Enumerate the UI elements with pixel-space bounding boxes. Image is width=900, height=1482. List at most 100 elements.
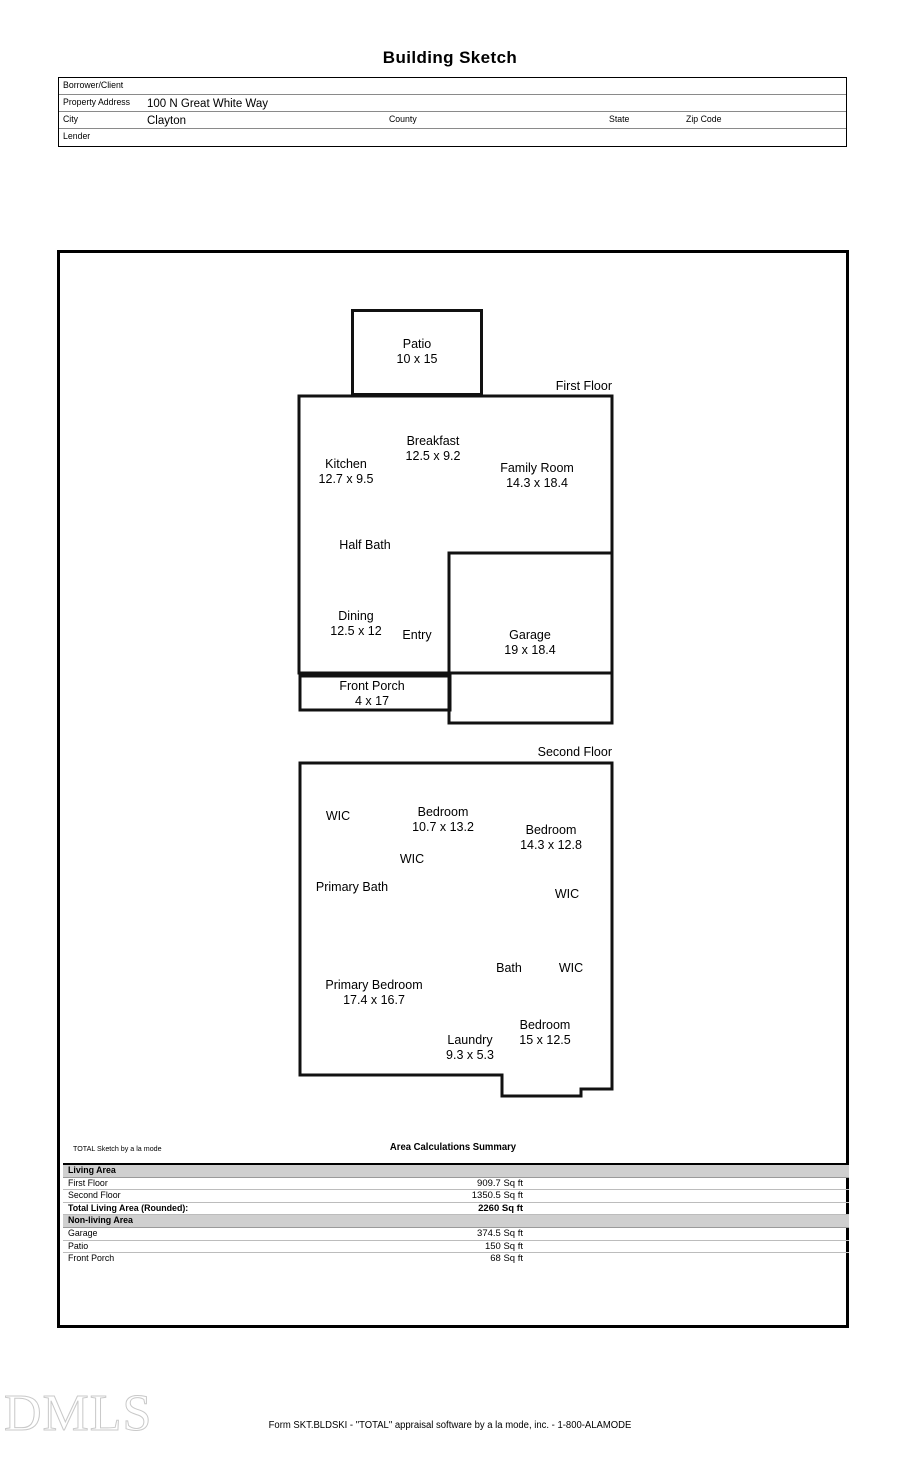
room-label-wic-3: WIC [555,887,579,902]
room-dim: 9.3 x 5.3 [446,1047,494,1062]
property-address-value[interactable]: 100 N Great White Way [147,98,269,110]
area-row-name: Non-living Area [68,1215,133,1227]
area-row-value: 374.5 Sq ft [477,1227,523,1239]
floor-plan-canvas: First Floor Patio 10 x 15 Breakfast 12.5… [60,253,849,1325]
room-name: Family Room [500,461,574,475]
room-label-wic-1: WIC [326,809,350,824]
room-dim: 12.5 x 12 [330,623,382,638]
area-row-value: 1350.5 Sq ft [471,1190,523,1202]
area-summary-header: TOTAL Sketch by a la mode Area Calculati… [63,1141,843,1159]
area-section-row: Living Area [63,1165,849,1178]
room-name: WIC [399,852,425,866]
room-dim: 12.5 x 9.2 [405,448,461,463]
area-item-row: Patio 150 Sq ft [63,1241,849,1254]
room-name: WIC [325,809,351,823]
room-name: Kitchen [325,457,367,471]
room-name: Primary Bedroom [325,978,423,992]
header-row-lender: Lender [59,129,846,146]
room-dim: 14.3 x 18.4 [506,475,568,490]
zip-code-label: Zip Code [686,114,722,125]
room-name: Garage [509,628,551,642]
area-summary-title: Area Calculations Summary [389,1142,517,1153]
room-name: Patio [402,337,432,351]
second-floor-outline [298,761,614,1098]
room-name: Bath [496,961,522,975]
room-label-dining: Dining 12.5 x 12 [330,609,381,638]
area-row-value: 909.7 Sq ft [477,1177,523,1189]
room-name: Front Porch [339,679,405,693]
room-label-primary-bedroom: Primary Bedroom 17.4 x 16.7 [325,978,422,1007]
area-row-value: 68 Sq ft [490,1253,523,1265]
room-dim: 19 x 18.4 [504,642,556,657]
room-name: Primary Bath [315,880,389,894]
property-address-label: Property Address [63,97,131,108]
room-label-front-porch: Front Porch 4 x 17 [339,679,404,708]
area-summary-table: Living Area First Floor 909.7 Sq ft Seco… [63,1163,849,1266]
first-floor-outline [297,394,614,725]
room-name: Entry [402,628,432,642]
room-label-half-bath: Half Bath [339,538,390,553]
area-section-row: Non-living Area [63,1215,849,1228]
room-label-kitchen: Kitchen 12.7 x 9.5 [319,457,374,486]
first-floor-label: First Floor [555,379,612,393]
room-name: Bedroom [417,805,469,819]
room-label-wic-4: WIC [559,961,583,976]
page-title: Building Sketch [382,48,518,67]
room-name: Dining [338,609,374,623]
room-name: Bedroom [525,823,577,837]
header-row-borrower: Borrower/Client [59,78,846,95]
room-label-bedroom-3: Bedroom 15 x 12.5 [519,1018,570,1047]
area-row-value: 150 Sq ft [484,1240,523,1252]
area-row-name: Garage [68,1227,98,1239]
area-item-row: First Floor 909.7 Sq ft [63,1178,849,1191]
area-row-name: Living Area [68,1165,116,1176]
room-label-patio: Patio 10 x 15 [396,337,437,366]
room-name: Laundry [447,1033,493,1047]
room-label-bedroom-1: Bedroom 10.7 x 13.2 [412,805,474,834]
area-row-name: Total Living Area (Rounded): [68,1202,189,1214]
area-row-value: 2260 Sq ft [478,1202,523,1214]
lender-label: Lender [63,131,91,142]
second-floor-label: Second Floor [537,745,612,759]
room-label-bath: Bath [496,961,522,976]
city-label: City [63,114,79,125]
state-label: State [609,114,630,125]
area-item-row: Garage 374.5 Sq ft [63,1228,849,1241]
room-dim: 10 x 15 [396,351,438,366]
room-dim: 4 x 17 [354,693,390,708]
room-label-breakfast: Breakfast 12.5 x 9.2 [406,434,461,463]
room-name: Breakfast [406,434,460,448]
room-label-primary-bath: Primary Bath [316,880,388,895]
room-name: WIC [558,961,584,975]
room-dim: 15 x 12.5 [519,1032,571,1047]
room-name: Half Bath [339,538,391,552]
county-label: County [389,114,417,125]
dmls-watermark: DMLS [3,1385,153,1442]
header-row-city-county-state-zip: City Clayton County State Zip Code [59,112,846,129]
area-row-name: First Floor [68,1177,108,1189]
borrower-label: Borrower/Client [63,80,124,91]
sketch-credit: TOTAL Sketch by a la mode [73,1144,162,1153]
building-sketch-frame: First Floor Patio 10 x 15 Breakfast 12.5… [57,250,849,1328]
room-dim: 12.7 x 9.5 [318,471,374,486]
room-label-wic-2: WIC [400,852,424,867]
property-header-table: Borrower/Client Property Address 100 N G… [58,77,847,147]
form-footer-note: Form SKT.BLDSKI - "TOTAL" appraisal soft… [268,1420,632,1431]
room-label-family-room: Family Room 14.3 x 18.4 [500,461,574,490]
room-name: Bedroom [519,1018,571,1032]
area-total-row: Total Living Area (Rounded): 2260 Sq ft [63,1203,849,1216]
room-label-entry: Entry [402,628,431,643]
room-dim: 10.7 x 13.2 [412,819,474,834]
room-dim: 14.3 x 12.8 [520,837,582,852]
area-item-row: Front Porch 68 Sq ft [63,1253,849,1266]
city-value[interactable]: Clayton [147,115,186,127]
room-label-bedroom-2: Bedroom 14.3 x 12.8 [520,823,582,852]
area-row-name: Second Floor [68,1190,121,1202]
room-dim: 17.4 x 16.7 [343,992,405,1007]
header-row-property-address: Property Address 100 N Great White Way [59,95,846,112]
room-label-laundry: Laundry 9.3 x 5.3 [446,1033,494,1062]
area-row-name: Patio [68,1240,89,1252]
area-item-row: Second Floor 1350.5 Sq ft [63,1190,849,1203]
area-row-name: Front Porch [68,1253,115,1265]
room-name: WIC [554,887,580,901]
